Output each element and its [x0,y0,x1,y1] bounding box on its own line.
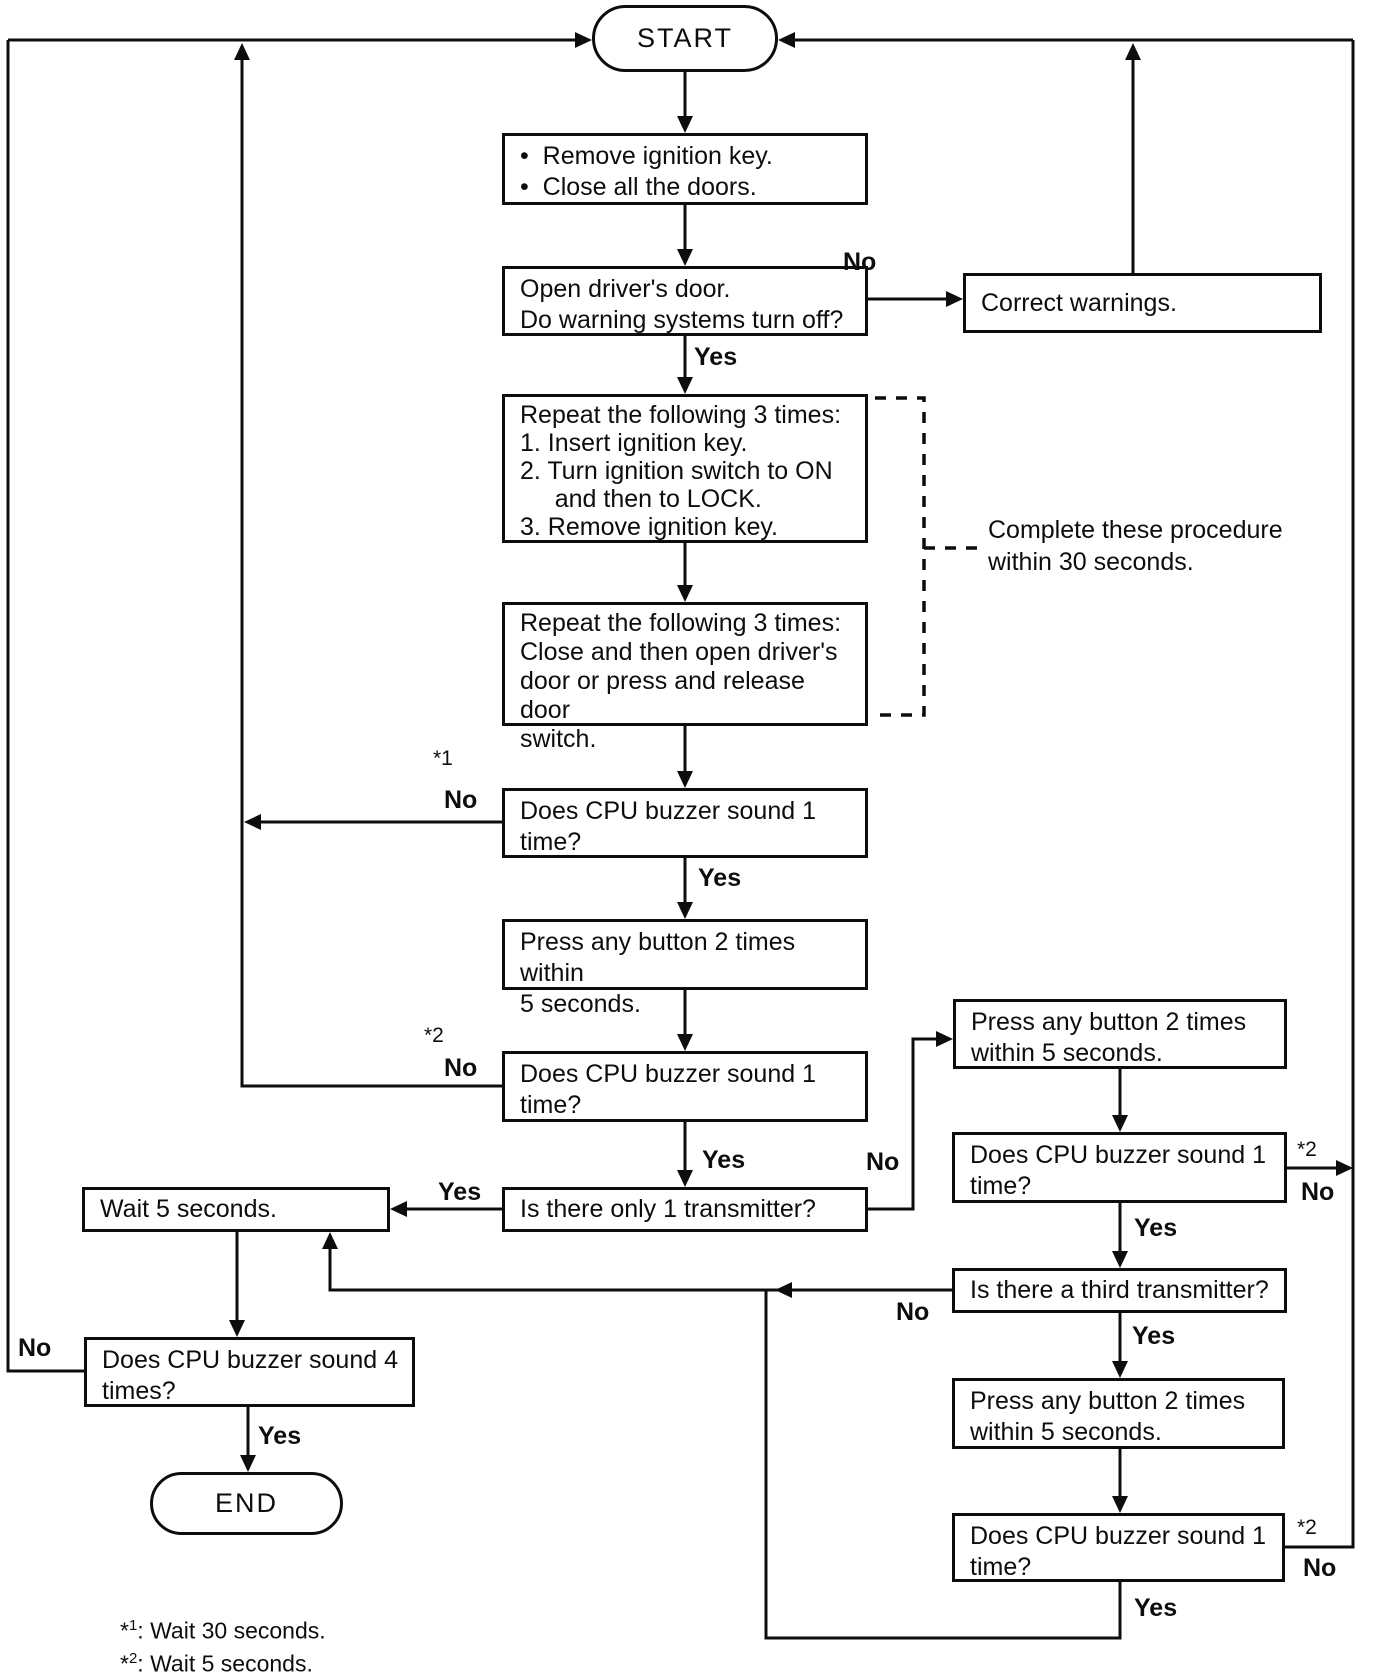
ref-star1: *1 [433,747,453,770]
arrowheads [229,32,1353,1513]
dashed-bracket [875,396,978,717]
start-label: START [636,23,733,53]
decision-buzzer-sound-2: Does CPU buzzer sound 1 time? [502,1051,868,1122]
label-no-warnings: No [843,248,877,276]
end-label: END [214,1488,278,1518]
decision-warning-systems-off: Open driver's door. Do warning systems t… [502,266,868,336]
decision-only-one-transmitter: Is there only 1 transmitter? [502,1187,868,1232]
footnote-sup: 1 [128,1617,138,1634]
decision-buzzer-sound-4-times: Does CPU buzzer sound 4 times? [84,1337,415,1407]
step-press-button-main: Press any button 2 times within 5 second… [502,919,868,1018]
step-text: Press any button 2 times within 5 second… [520,928,796,1018]
step-repeat-ignition-cycle: Repeat the following 3 times: 1. Insert … [502,394,868,543]
step-text: Repeat the following 3 times: 1. Insert … [520,401,842,541]
step-text: Wait 5 seconds. [100,1195,277,1223]
label-yes-warnings: Yes [694,343,738,371]
end-terminal: END [150,1472,343,1535]
start-terminal: START [592,5,778,72]
step-text: Press any button 2 times within 5 second… [971,1008,1247,1067]
step-repeat-door-cycle: Repeat the following 3 times: Close and … [502,602,868,753]
step-text: Press any button 2 times within 5 second… [970,1387,1246,1446]
edge-far-right-return [1285,40,1355,1549]
label-yes-buzzer2: Yes [702,1146,746,1174]
step-text: Open driver's door. Do warning systems t… [520,275,844,334]
ref-star2-buzzer2: *2 [424,1024,444,1047]
label-yes-onlyone: Yes [438,1178,482,1206]
label-yes-right2: Yes [1134,1594,1178,1622]
footnote-text: : Wait 5 seconds. [137,1650,313,1674]
decision-buzzer-right-1: Does CPU buzzer sound 1 time? [952,1132,1287,1203]
decision-buzzer-right-2: Does CPU buzzer sound 1 time? [952,1513,1285,1582]
step-text: Does CPU buzzer sound 4 times? [102,1346,398,1405]
annotation-30-seconds: Complete these procedure within 30 secon… [988,516,1283,576]
label-no-buzzer2: No [444,1054,478,1082]
footnote-2: *2: Wait 5 seconds. [120,1645,326,1674]
label-no-right2: No [1303,1554,1337,1582]
ref-star2-right1: *2 [1297,1138,1317,1161]
label-no-right1: No [1301,1178,1335,1206]
label-yes-third: Yes [1132,1322,1176,1350]
edge-third-no-return [328,1240,952,1292]
label-no-buzzer1: No [444,786,478,814]
decision-third-transmitter: Is there a third transmitter? [952,1268,1287,1313]
step-correct-warnings: Correct warnings. [963,273,1322,333]
ref-star2-right2: *2 [1297,1516,1317,1539]
footnote-sup: 2 [128,1649,138,1667]
step-text: Does CPU buzzer sound 1 time? [970,1141,1266,1200]
label-yes-4times: Yes [258,1422,302,1450]
step-text: Repeat the following 3 times: Close and … [520,609,842,753]
footnote-marker: * [120,1617,129,1644]
decision-buzzer-sound-1: Does CPU buzzer sound 1 time? [502,788,868,858]
label-yes-buzzer1: Yes [698,864,742,892]
step-text: Does CPU buzzer sound 1 time? [520,797,816,856]
edge-far-left-return [6,40,84,1373]
label-no-onlyone: No [866,1148,900,1176]
label-no-4times: No [18,1334,52,1362]
edge-onlyone-no [868,1037,945,1211]
step-text: Correct warnings. [981,288,1177,317]
footnote-text: : Wait 30 seconds. [137,1617,326,1644]
edge-inner-left-return [240,51,502,1088]
step-text: • Remove ignition key. • Close all the d… [520,142,773,201]
footnote-marker: * [120,1650,129,1674]
step-wait-5-seconds: Wait 5 seconds. [82,1187,390,1232]
step-remove-key-close-doors: • Remove ignition key. • Close all the d… [502,133,868,205]
label-yes-right1: Yes [1134,1214,1178,1242]
step-press-button-right-2: Press any button 2 times within 5 second… [952,1378,1285,1449]
label-no-third: No [896,1298,930,1326]
step-press-button-right-1: Press any button 2 times within 5 second… [953,999,1287,1069]
footnote-1: *1: Wait 30 seconds. [120,1612,326,1645]
step-text: Is there a third transmitter? [970,1276,1269,1304]
step-text: Does CPU buzzer sound 1 time? [970,1522,1266,1581]
footnotes: *1: Wait 30 seconds. *2: Wait 5 seconds. [120,1612,326,1674]
step-text: Is there only 1 transmitter? [520,1195,816,1223]
edge-bottom-loop [764,1290,1122,1640]
step-text: Does CPU buzzer sound 1 time? [520,1060,816,1119]
